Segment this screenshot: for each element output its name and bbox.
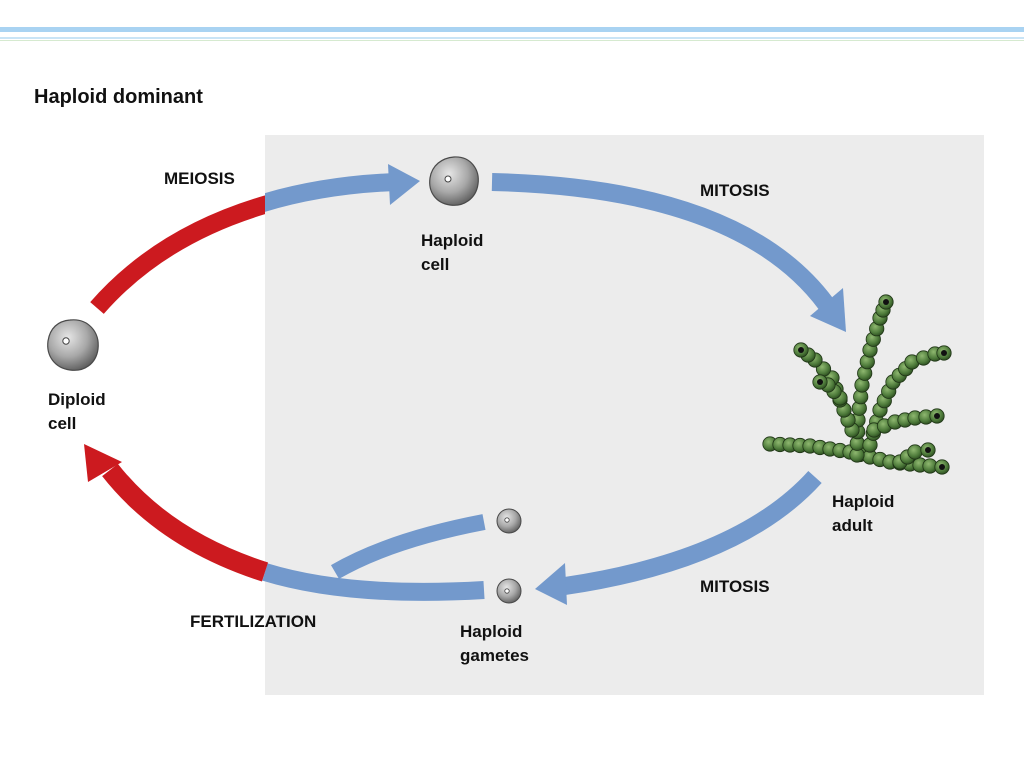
header-rule-thin: [0, 37, 1024, 39]
alga-tip-nucleus: [798, 347, 804, 353]
header-rule-green: [0, 40, 1024, 41]
fertilization-arrow-diploid-segment: [102, 463, 269, 582]
gamete-lower-icon: [496, 578, 522, 604]
slide-title: Haploid dominant: [34, 86, 203, 108]
gamete-upper-icon: [496, 508, 522, 534]
mitosis-bottom-label: MITOSIS: [700, 577, 770, 596]
fertilization-label: FERTILIZATION: [190, 612, 317, 631]
haploid-adult-alga-icon: [762, 294, 952, 475]
meiosis-label: MEIOSIS: [164, 169, 235, 188]
meiosis-arrowhead: [388, 164, 420, 205]
alga-tip-nucleus: [941, 350, 947, 356]
diploid-cell-label: Diploid cell: [48, 390, 106, 433]
haploid-cell-icon: [429, 156, 479, 206]
haploid-phase-region: [265, 135, 984, 695]
haploid-adult-label: Haploid adult: [832, 492, 895, 535]
meiosis-arrow-diploid-segment: [90, 195, 265, 314]
alga-tip-nucleus: [817, 379, 823, 385]
fertilization-arrow-upper-gamete: [330, 514, 486, 579]
mitosis-arrow-top: [491, 173, 834, 310]
mitosis-top-label: MITOSIS: [700, 181, 770, 200]
alga-cell: [907, 444, 923, 460]
alga-tip-nucleus: [939, 464, 945, 470]
mitosis-arrow-bottom: [563, 470, 822, 595]
header-rule: [0, 27, 1024, 32]
haploid-cell-label: Haploid cell: [421, 231, 484, 274]
alga-tip-nucleus: [934, 413, 940, 419]
fertilization-arrow-lower-gamete: [262, 563, 485, 601]
meiosis-arrow-haploid-segment: [265, 173, 396, 212]
diploid-cell-icon: [47, 319, 99, 371]
alga-tip-nucleus: [883, 299, 889, 305]
mitosis-bottom-arrowhead: [535, 563, 567, 605]
alga-tip-nucleus: [925, 447, 931, 453]
mitosis-top-arrowhead: [810, 288, 846, 332]
haploid-gametes-label: Haploid gametes: [460, 622, 529, 665]
fertilization-arrowhead: [84, 444, 122, 482]
